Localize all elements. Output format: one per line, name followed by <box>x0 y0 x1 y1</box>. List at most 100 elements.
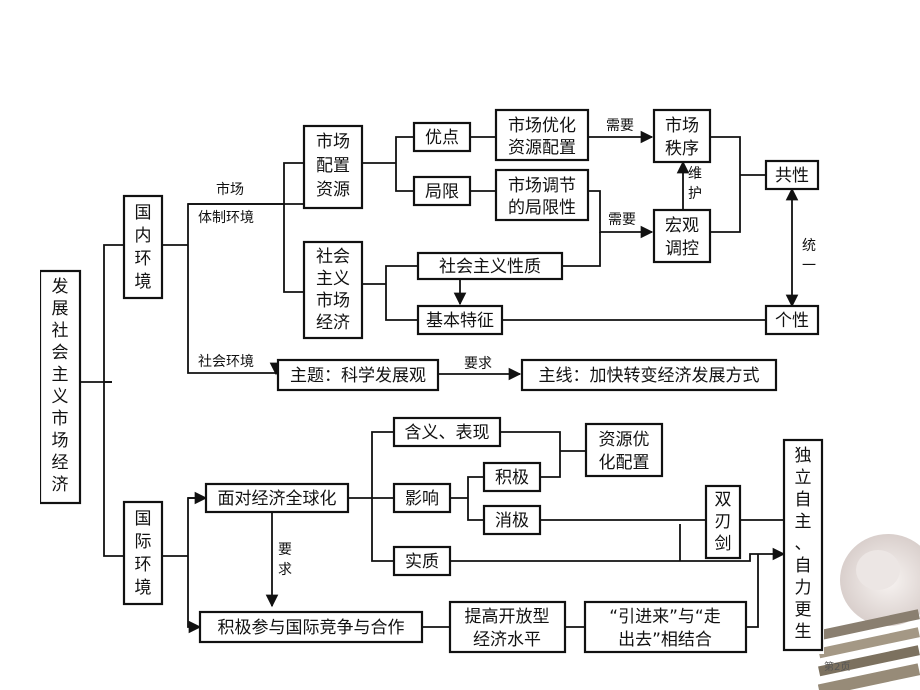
socialist-market-node: 社会 主义 市场 经济 <box>302 240 364 340</box>
label-social-env: 社会环境 <box>198 354 254 370</box>
svg-text:环: 环 <box>135 555 152 575</box>
open-level-node: 提高开放型 经济水平 <box>448 600 567 654</box>
main-line-node: 主线：加快转变经济发展方式 <box>520 358 778 392</box>
label-require-2: 求 <box>278 562 292 578</box>
market-limit-node: 市场调节 的局限性 <box>494 168 590 222</box>
decor-background <box>818 534 920 690</box>
label-unity: 一 <box>802 258 816 274</box>
individuality-node: 个性 <box>764 304 820 336</box>
label-maintain: 维 <box>688 166 702 182</box>
socialist-nature-node: 社会主义性质 <box>416 251 564 281</box>
svg-text:独: 独 <box>795 446 812 466</box>
root-char: 主 <box>52 365 69 385</box>
svg-text:境: 境 <box>135 272 152 292</box>
svg-text:力: 力 <box>795 578 812 598</box>
svg-text:共性: 共性 <box>775 166 809 186</box>
svg-text:社会主义性质: 社会主义性质 <box>439 257 541 277</box>
svg-text:立: 立 <box>795 468 812 488</box>
svg-text:影响: 影响 <box>405 489 439 509</box>
svg-text:面对经济全球化: 面对经济全球化 <box>218 489 337 509</box>
commonality-node: 共性 <box>764 159 820 191</box>
label-require-2: 要 <box>278 542 292 558</box>
svg-text:出去”相结合: 出去”相结合 <box>618 630 712 650</box>
root-char: 义 <box>52 387 69 407</box>
svg-text:经济水平: 经济水平 <box>473 630 541 650</box>
double-edged-node: 双 刃 剑 <box>704 484 742 560</box>
svg-text:经济: 经济 <box>316 313 350 333</box>
concept-map: 发 展 社 会 主 义 市 场 经 济 国 内 环 境 国 际 环 境 市场 体… <box>38 108 824 654</box>
svg-text:生: 生 <box>795 622 812 642</box>
svg-text:主: 主 <box>795 512 812 532</box>
diagram-panel: 发 展 社 会 主 义 市 场 经 济 国 内 环 境 国 际 环 境 市场 体… <box>38 106 824 654</box>
svg-text:宏观: 宏观 <box>665 216 699 236</box>
resource-optimize-node: 资源优 化配置 <box>584 422 664 478</box>
svg-text:市场: 市场 <box>316 132 350 152</box>
market-optimize-node: 市场优化 资源配置 <box>494 108 590 162</box>
label-need-1: 需要 <box>606 118 634 134</box>
svg-text:积极: 积极 <box>495 468 529 488</box>
label-require-1: 要求 <box>464 356 492 372</box>
root-char: 展 <box>52 299 69 319</box>
svg-text:积极参与国际竞争与合作: 积极参与国际竞争与合作 <box>218 618 405 638</box>
macro-control-node: 宏观 调控 <box>652 208 712 264</box>
svg-text:个性: 个性 <box>775 311 809 331</box>
svg-text:基本特征: 基本特征 <box>426 311 494 331</box>
impact-node: 影响 <box>392 482 452 514</box>
svg-text:局限: 局限 <box>425 182 459 202</box>
svg-text:刃: 刃 <box>715 512 732 532</box>
svg-text:自: 自 <box>795 556 812 576</box>
root-char: 经 <box>52 453 69 473</box>
svg-text:自: 自 <box>795 490 812 510</box>
limitation-node: 局限 <box>412 175 472 207</box>
international-env-node: 国 际 环 境 <box>122 500 164 606</box>
root-node: 发 展 社 会 主 义 市 场 经 济 <box>38 269 82 505</box>
label-unity: 统 <box>802 238 816 254</box>
independence-node: 独 立 自 主 、 自 力 更 生 <box>782 438 824 652</box>
svg-text:“引进来”与“走: “引进来”与“走 <box>609 607 720 627</box>
root-char: 济 <box>52 475 69 495</box>
svg-text:市场: 市场 <box>316 291 350 311</box>
negative-node: 消极 <box>482 504 542 536</box>
connector-lines <box>103 130 799 627</box>
svg-text:资源: 资源 <box>316 180 350 200</box>
theme-node: 主题：科学发展观 <box>276 358 440 392</box>
label-market: 市场 <box>216 181 244 198</box>
svg-text:境: 境 <box>135 578 152 598</box>
domestic-env-node: 国 内 环 境 <box>122 194 164 300</box>
participate-node: 积极参与国际竞争与合作 <box>198 610 424 644</box>
svg-text:国: 国 <box>135 509 152 529</box>
svg-text:剑: 剑 <box>715 534 732 554</box>
svg-text:的局限性: 的局限性 <box>508 198 576 218</box>
face-globalization-node: 面对经济全球化 <box>204 482 350 514</box>
svg-text:市场优化: 市场优化 <box>508 116 576 136</box>
advantage-node: 优点 <box>412 121 472 153</box>
bring-in-node: “引进来”与“走 出去”相结合 <box>583 600 748 654</box>
svg-text:、: 、 <box>795 534 812 554</box>
svg-text:更: 更 <box>795 600 812 620</box>
slide-number: -2- <box>857 60 885 81</box>
meaning-node: 含义、表现 <box>392 416 502 448</box>
basic-features-node: 基本特征 <box>416 304 504 336</box>
svg-text:优点: 优点 <box>425 128 459 148</box>
market-order-node: 市场 秩序 <box>652 108 712 164</box>
svg-text:配置: 配置 <box>316 156 350 176</box>
root-char: 场 <box>52 431 69 451</box>
svg-text:市场调节: 市场调节 <box>508 176 576 196</box>
svg-text:主线：加快转变经济发展方式: 主线：加快转变经济发展方式 <box>539 366 760 386</box>
svg-text:资源配置: 资源配置 <box>508 138 576 158</box>
svg-text:国: 国 <box>135 203 152 223</box>
svg-text:含义、表现: 含义、表现 <box>405 423 490 443</box>
label-need-2: 需要 <box>608 212 636 228</box>
label-maintain: 护 <box>688 186 702 202</box>
root-char: 会 <box>52 343 69 363</box>
svg-text:内: 内 <box>135 226 152 246</box>
svg-text:化配置: 化配置 <box>599 453 650 473</box>
positive-node: 积极 <box>482 461 542 493</box>
label-system-env: 体制环境 <box>198 210 254 226</box>
svg-text:双: 双 <box>715 490 732 510</box>
essence-node: 实质 <box>392 545 452 577</box>
root-char: 社 <box>52 321 69 341</box>
root-char: 发 <box>52 277 69 297</box>
svg-text:主题：科学发展观: 主题：科学发展观 <box>290 366 426 386</box>
svg-text:实质: 实质 <box>405 552 439 572</box>
